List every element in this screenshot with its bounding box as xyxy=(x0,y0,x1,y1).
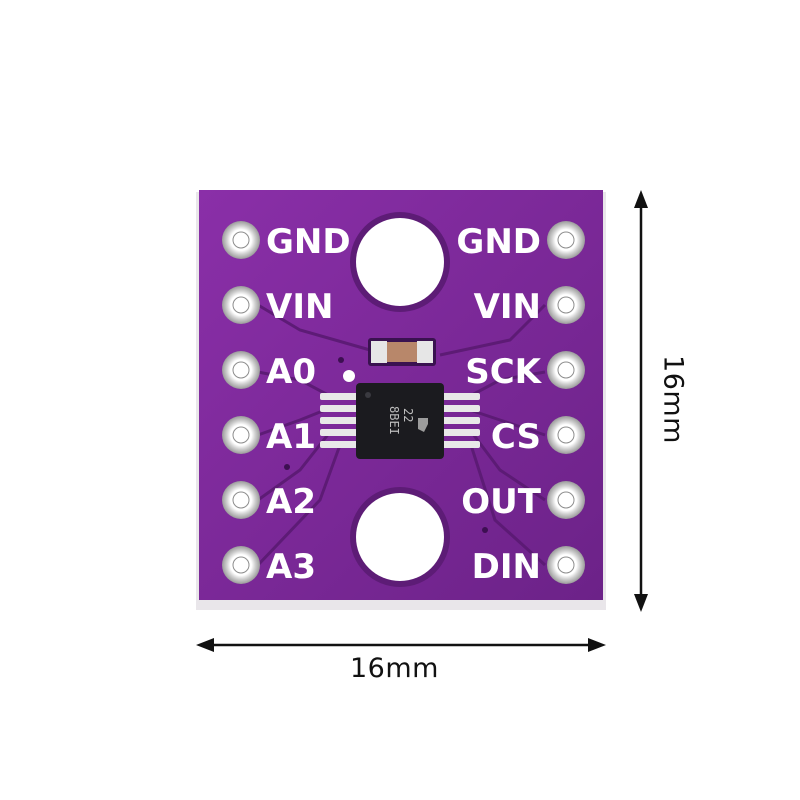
ti-logo-icon xyxy=(418,418,428,432)
pin-label-right-5: OUT xyxy=(461,482,542,522)
ic-chip xyxy=(356,383,444,459)
pin-label-right-1: GND xyxy=(456,222,541,262)
pin-label-left-1: GND xyxy=(266,222,351,262)
pcb-traces xyxy=(256,303,547,567)
capacitor-pad-left xyxy=(371,341,387,363)
pin-label-right-6: DIN xyxy=(472,547,541,587)
pin1-marker xyxy=(343,370,355,382)
width-dimension-label: 16mm xyxy=(350,653,439,684)
chip-pin1-dot xyxy=(365,392,371,398)
chip-leads xyxy=(320,393,480,448)
right-pads xyxy=(547,221,585,584)
left-pads xyxy=(222,221,260,584)
chip-marking-line1: 22 xyxy=(401,408,415,422)
pin-label-right-3: SCK xyxy=(465,352,542,392)
capacitor-pad-right xyxy=(417,341,433,363)
mounting-hole-top-inner xyxy=(356,218,444,306)
pin-label-left-3: A0 xyxy=(266,352,316,392)
pin-label-left-5: A2 xyxy=(266,482,316,522)
vias xyxy=(284,357,488,533)
height-dimension-arrow xyxy=(634,190,648,612)
pin-label-left-2: VIN xyxy=(266,287,333,327)
pin-label-left-6: A3 xyxy=(266,547,316,587)
capacitor-body xyxy=(387,342,417,362)
chip-marking-line2: 8BEI xyxy=(387,406,401,435)
pin-label-right-4: CS xyxy=(491,417,541,457)
pin-label-left-4: A1 xyxy=(266,417,316,457)
mounting-hole-bottom-inner xyxy=(356,493,444,581)
width-dimension-arrow xyxy=(196,638,606,652)
pin-label-right-2: VIN xyxy=(474,287,541,327)
height-dimension-label: 16mm xyxy=(657,355,689,444)
